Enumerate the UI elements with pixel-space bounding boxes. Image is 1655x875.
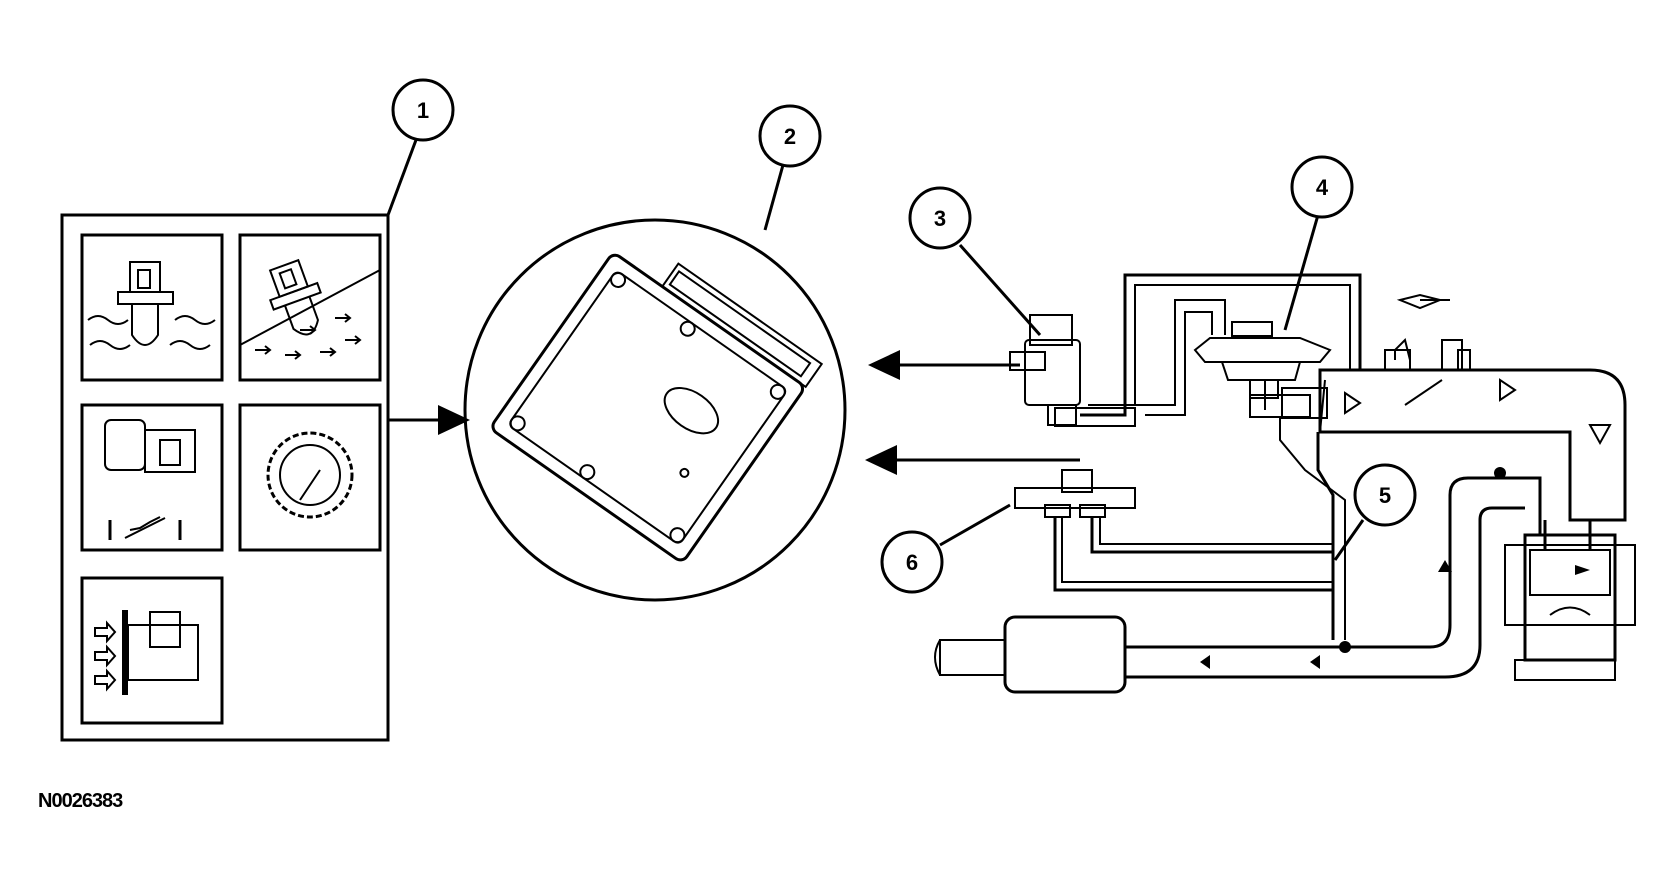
throttle-position-sensor-icon xyxy=(104,419,196,540)
svg-text:4: 4 xyxy=(1316,175,1329,200)
sensor-in-liquid-icon xyxy=(87,261,216,350)
exhaust-system xyxy=(1125,418,1590,679)
muffler-icon xyxy=(934,615,1127,694)
control-module-icon xyxy=(463,218,847,602)
svg-text:6: 6 xyxy=(906,550,918,575)
sensor-signal-arrow xyxy=(388,405,470,435)
callout-2: 2 xyxy=(758,104,822,231)
engine-cylinder-icon xyxy=(1504,520,1636,681)
svg-text:5: 5 xyxy=(1379,483,1391,508)
feedback-signal-arrow xyxy=(865,445,1080,475)
mass-airflow-sensor-icon xyxy=(94,610,199,695)
intake-manifold xyxy=(1318,293,1627,522)
svg-text:1: 1 xyxy=(417,98,429,123)
sensor-input-panel xyxy=(60,213,390,742)
pressure-sensor-icon xyxy=(1014,469,1333,592)
figure-id: N0026383 xyxy=(38,790,123,812)
callout-4: 4 xyxy=(1283,155,1354,331)
output-signal-arrow xyxy=(868,350,1020,380)
vacuum-hoses xyxy=(1080,273,1362,417)
toothed-wheel-sensor-icon xyxy=(266,431,354,519)
callout-1: 1 xyxy=(386,78,455,216)
callout-3: 3 xyxy=(908,186,1042,336)
svg-text:2: 2 xyxy=(784,124,796,149)
vacuum-regulator-solenoid-icon xyxy=(1009,314,1136,427)
callout-6: 6 xyxy=(880,503,1011,594)
egr-valve-icon xyxy=(1193,321,1332,419)
sensor-in-airflow-icon xyxy=(239,258,381,360)
svg-text:3: 3 xyxy=(934,206,946,231)
callout-5: 5 xyxy=(1333,463,1417,561)
